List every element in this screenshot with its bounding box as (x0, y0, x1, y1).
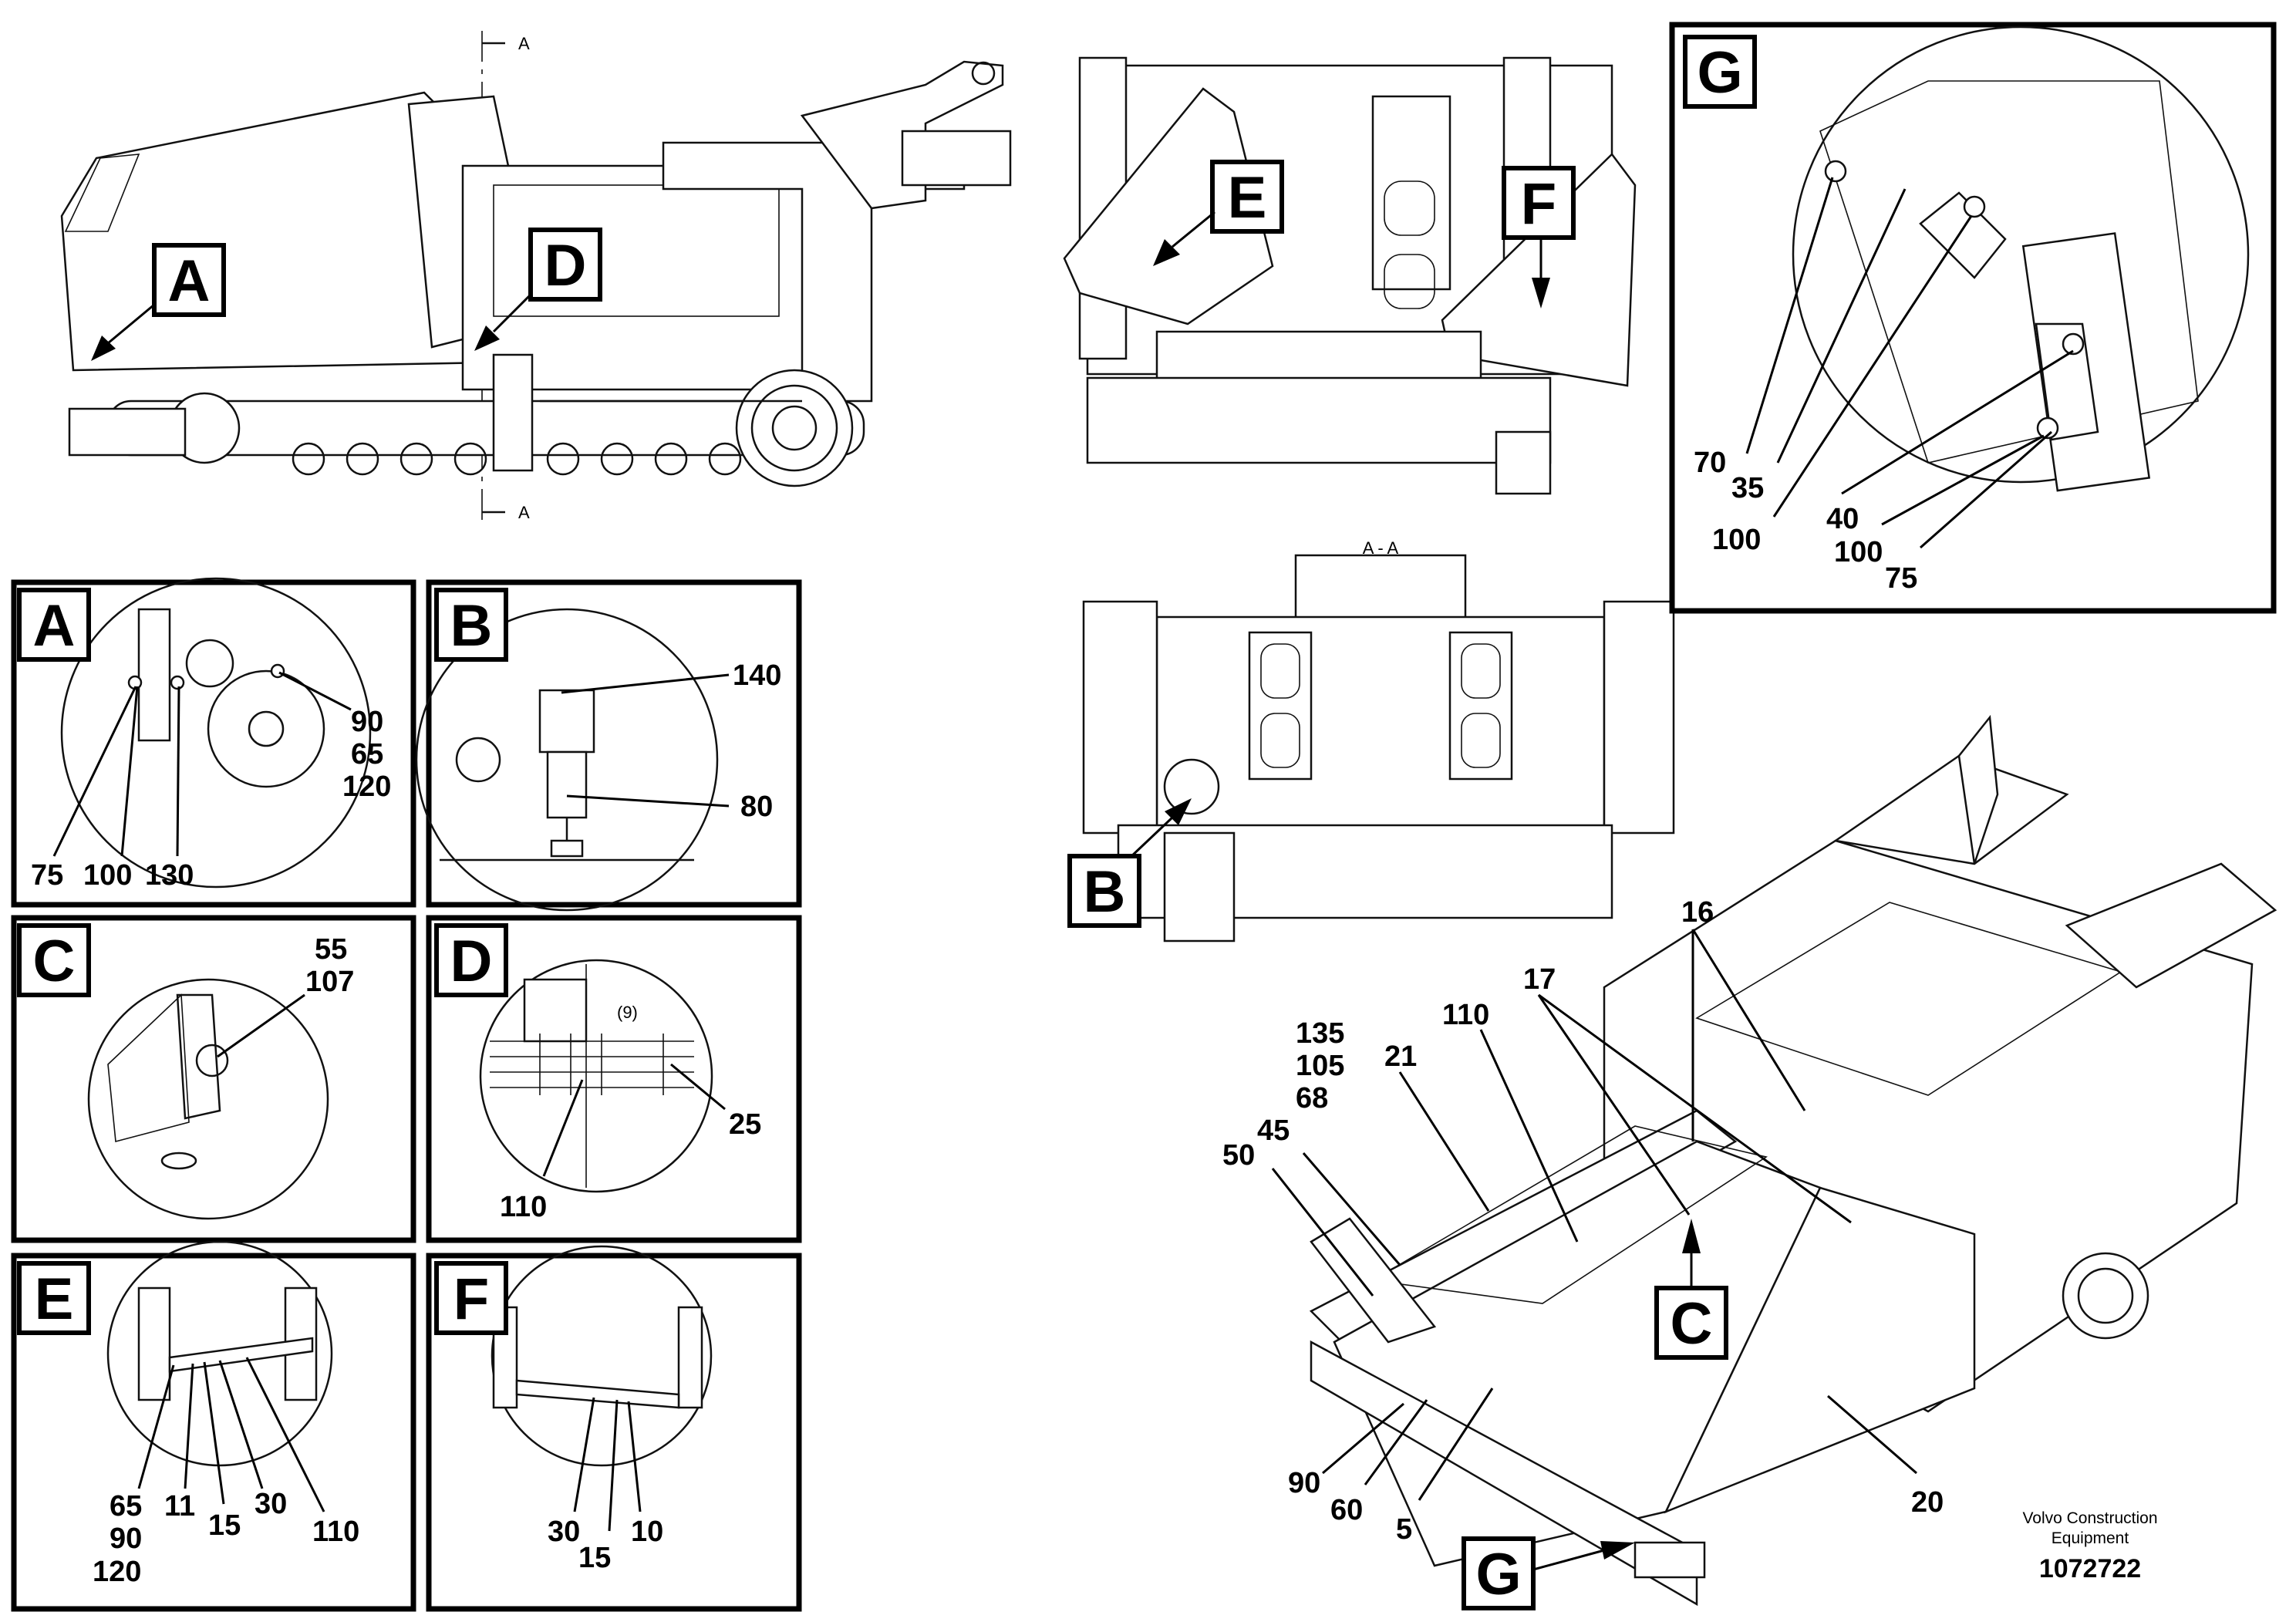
detail-a-callout-90: 90 (351, 706, 383, 738)
iso-callout-20: 20 (1911, 1486, 1944, 1519)
detail-e-callout-30: 30 (255, 1488, 287, 1520)
detail-g-tag: G (1697, 40, 1742, 106)
detail-g-callout-40: 40 (1826, 503, 1859, 535)
detail-g-callout-100: 100 (1712, 524, 1761, 556)
detail-a-callout-100: 100 (83, 859, 132, 892)
detail-d-callout-110: 110 (500, 1191, 547, 1223)
detail-c-callout-107: 107 (305, 966, 354, 998)
section-tag-b: B (1084, 859, 1126, 925)
detail-g-callout-70: 70 (1694, 447, 1726, 479)
detail-b-tag: B (450, 593, 493, 659)
detail-c-tag-box (17, 923, 91, 997)
iso-callout-90: 90 (1288, 1467, 1320, 1499)
iso-callout-105: 105 (1296, 1050, 1344, 1082)
detail-d-tag: D (450, 929, 493, 994)
iso-callout-135: 135 (1296, 1017, 1344, 1050)
detail-b-callout-80: 80 (740, 791, 773, 823)
iso-tag-g-box (1462, 1536, 1536, 1610)
detail-b: B 140 80 (415, 579, 802, 912)
detail-f-tag: F (453, 1266, 489, 1332)
iso-view: C G 16 17 110 21 135 105 68 45 50 (1222, 714, 2277, 1610)
front-tag-e: E (1228, 165, 1267, 231)
iso-callout-5: 5 (1396, 1513, 1412, 1546)
detail-d-callout-25: 25 (729, 1108, 761, 1141)
detail-d-tag-box (434, 923, 508, 997)
detail-g-callout-35: 35 (1731, 472, 1764, 504)
footer-company-line2: Equipment (2052, 1529, 2129, 1547)
iso-callout-21: 21 (1384, 1040, 1417, 1073)
side-tag-d-box (528, 228, 602, 302)
detail-a-callout-120: 120 (342, 771, 391, 803)
iso-callout-50: 50 (1222, 1139, 1255, 1172)
footer: Volvo Construction Equipment 1072722 (2022, 1509, 2157, 1583)
iso-callout-17: 17 (1523, 963, 1556, 996)
detail-e-callout-11: 11 (164, 1490, 195, 1523)
detail-b-callout-140: 140 (733, 659, 781, 692)
detail-a-tag: A (33, 593, 76, 659)
front-tag-f: F (1521, 171, 1556, 237)
detail-e-callout-15: 15 (208, 1509, 241, 1542)
iso-callout-110: 110 (1442, 999, 1489, 1031)
side-tag-a: A (168, 248, 211, 314)
iso-callout-68: 68 (1296, 1082, 1328, 1114)
detail-c-tag: C (33, 929, 76, 994)
iso-tag-c: C (1671, 1291, 1713, 1357)
detail-a-tag-box (17, 588, 91, 662)
iso-callout-45: 45 (1257, 1114, 1290, 1147)
section-tag-b-box (1067, 854, 1141, 928)
detail-e-callout-110: 110 (312, 1516, 359, 1548)
detail-a-callout-75: 75 (31, 859, 63, 892)
detail-f-callout-15: 15 (578, 1542, 611, 1574)
iso-callout-60: 60 (1330, 1494, 1363, 1526)
iso-tag-g: G (1475, 1542, 1521, 1607)
detail-e-tag-box (17, 1261, 91, 1335)
front-tag-e-box (1210, 160, 1284, 234)
section-mark-bottom: A (518, 503, 530, 522)
detail-a-callout-65: 65 (351, 738, 383, 771)
side-tag-a-box (152, 243, 226, 317)
iso-callout-16: 16 (1681, 896, 1714, 929)
detail-c: C 55 107 (11, 915, 416, 1243)
detail-g-callout-75: 75 (1885, 562, 1917, 595)
front-tag-f-box (1502, 166, 1576, 240)
side-tag-d: D (544, 233, 587, 298)
detail-e: E 65 90 120 11 15 30 110 (11, 1240, 416, 1612)
detail-f-callout-10: 10 (631, 1516, 663, 1548)
detail-a: A 90 65 120 75 100 130 (11, 577, 416, 908)
footer-company: Volvo Construction (2022, 1509, 2157, 1527)
footer-drawing-number: 1072722 (2039, 1554, 2141, 1583)
detail-e-tag: E (35, 1266, 74, 1332)
detail-f-callout-30: 30 (548, 1516, 580, 1548)
detail-f: F 30 15 10 (426, 1245, 802, 1612)
detail-g: G 70 35 100 40 100 75 (1669, 22, 2277, 614)
detail-a-callout-130: 130 (145, 859, 194, 892)
detail-g-tag-box (1683, 35, 1757, 109)
detail-g-callout-100b: 100 (1834, 536, 1883, 568)
iso-tag-c-box (1654, 1286, 1728, 1360)
detail-f-tag-box (434, 1261, 508, 1335)
detail-e-callout-65: 65 (110, 1490, 142, 1523)
section-mark-top: A (518, 34, 530, 53)
detail-d: (9) D 25 110 (426, 915, 802, 1243)
detail-c-callout-55: 55 (315, 933, 347, 966)
detail-b-tag-box (434, 588, 508, 662)
front-view: E F (1063, 56, 1637, 495)
detail-e-callout-120: 120 (93, 1556, 141, 1588)
section-view: A - A B (1067, 538, 1675, 943)
detail-d-note: (9) (617, 1003, 638, 1022)
side-view: A A A D (60, 31, 1012, 524)
detail-e-callout-90: 90 (110, 1523, 142, 1555)
